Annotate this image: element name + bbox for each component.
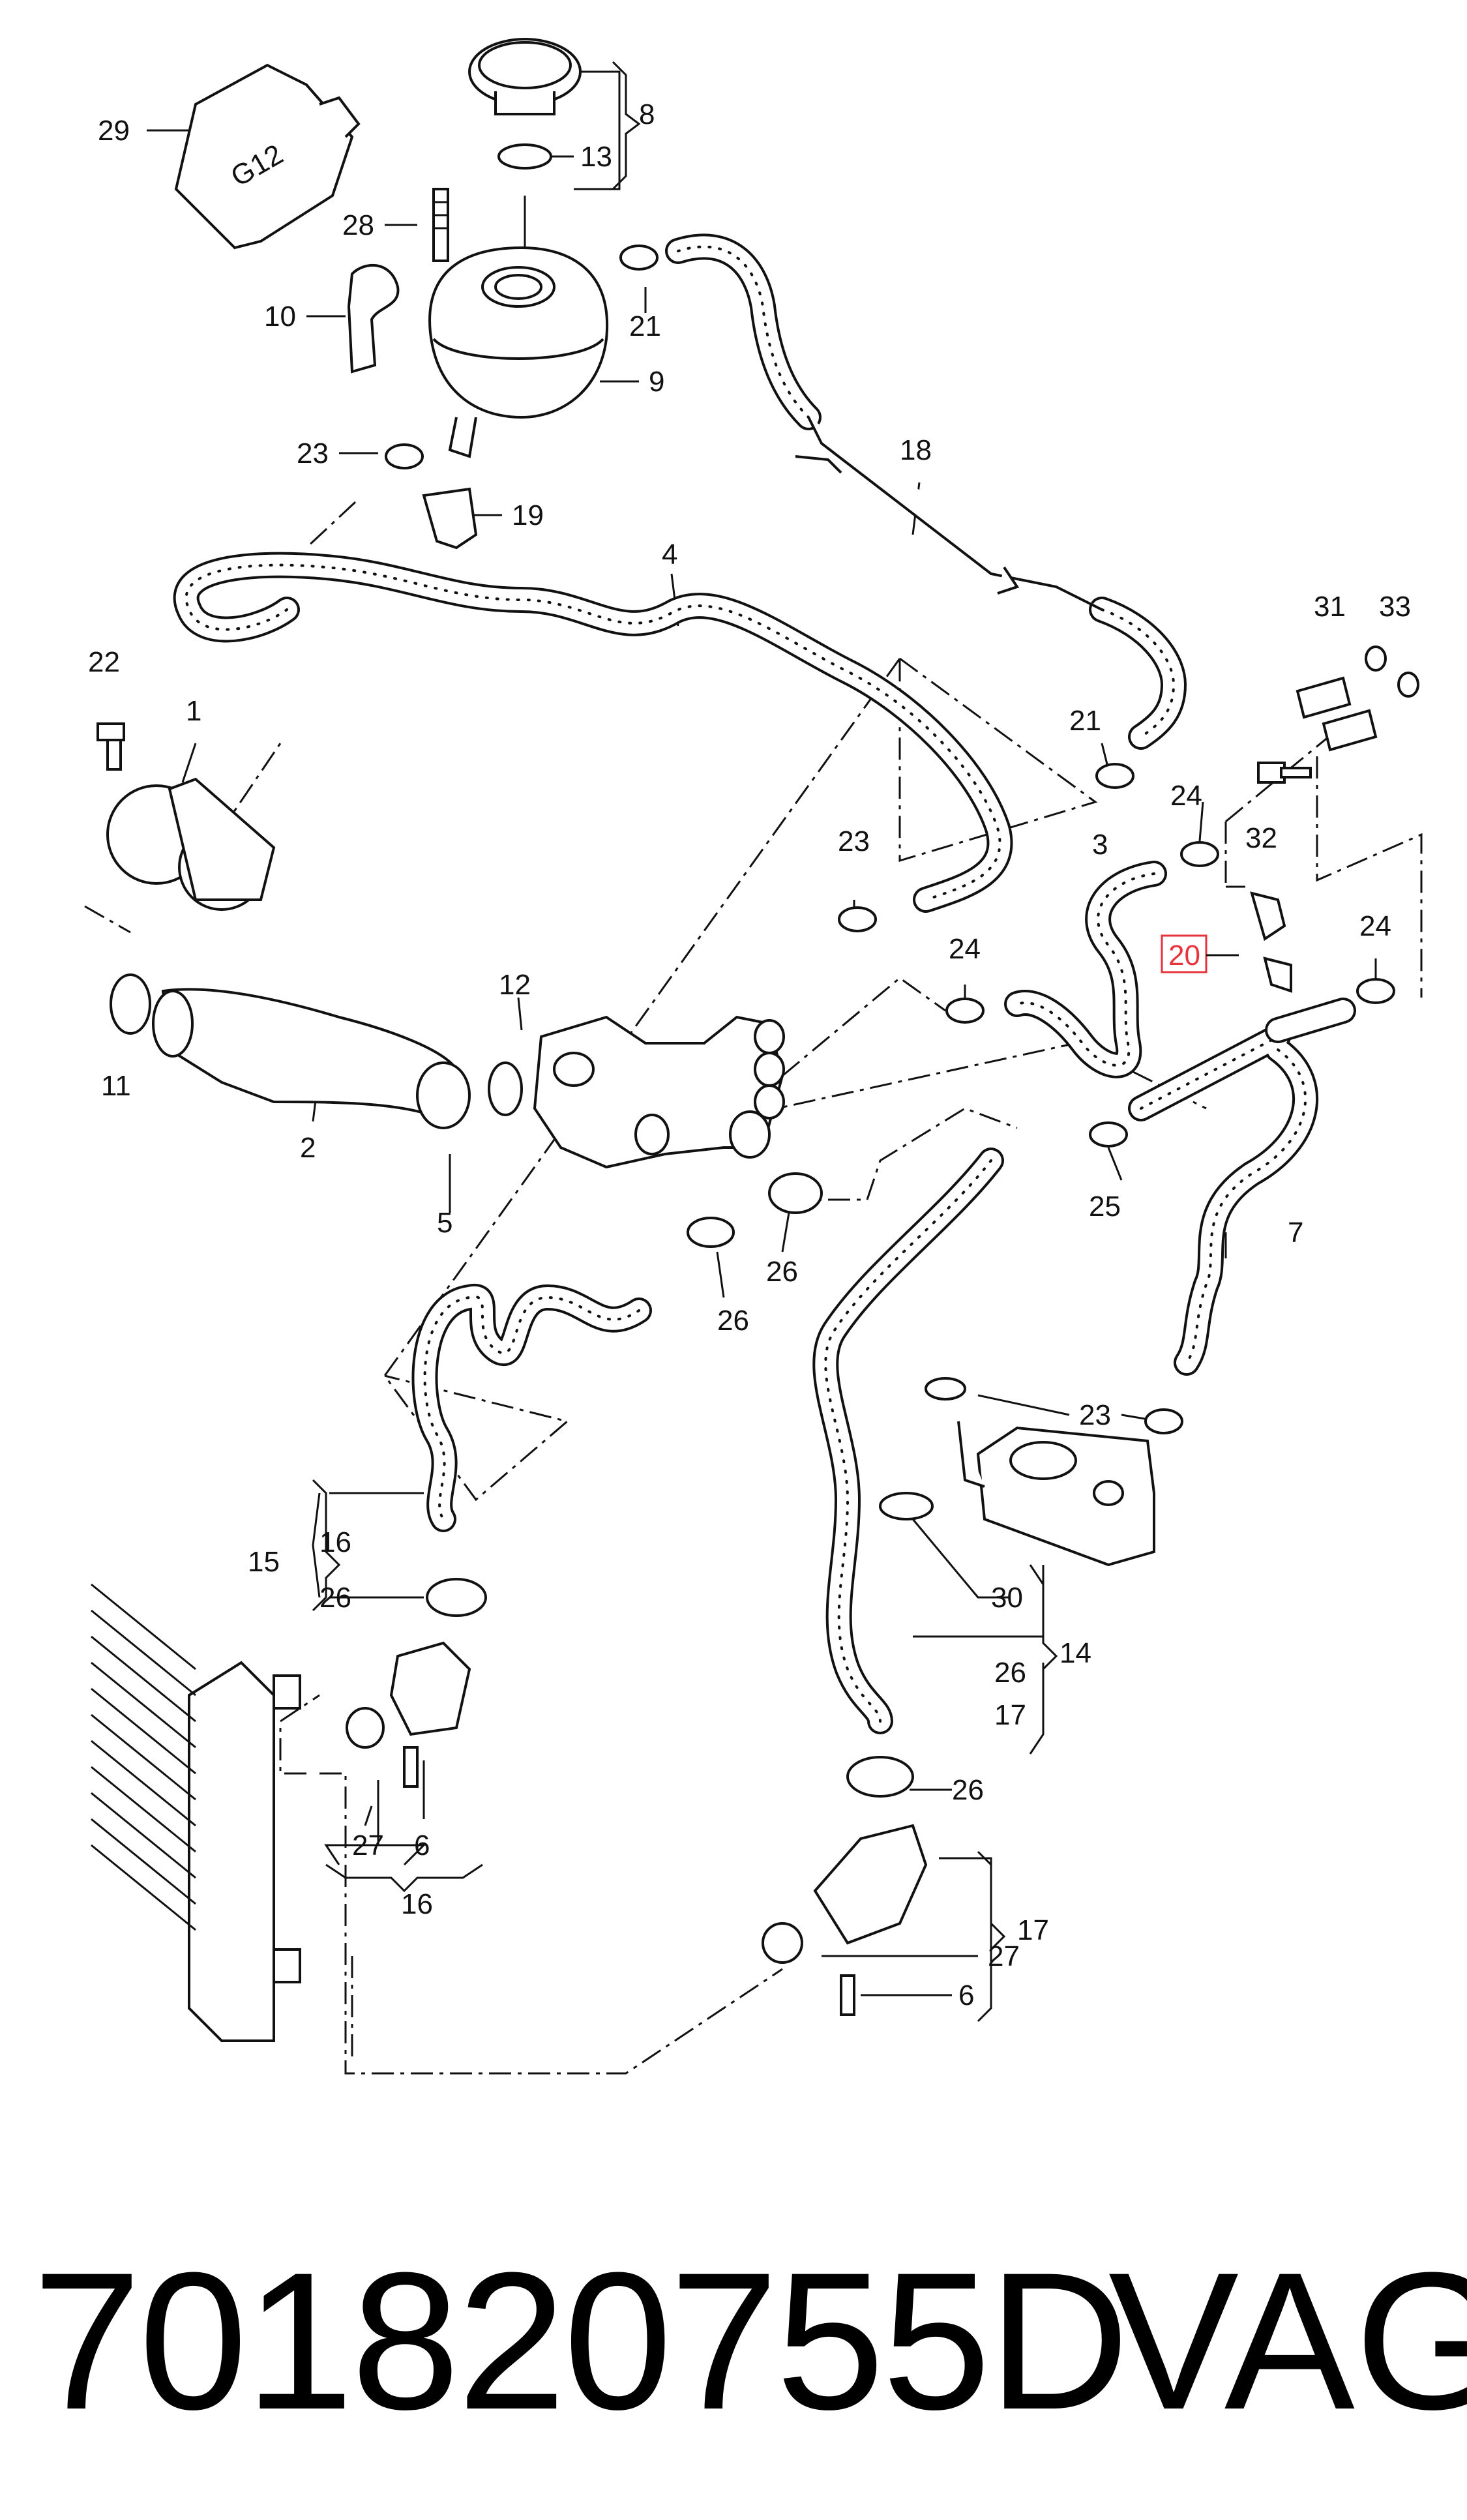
callout-12: 12 (499, 969, 531, 1001)
coolant-bottle: G12 (174, 63, 361, 250)
callout-21-top: 21 (629, 310, 661, 342)
callout-26-d: 26 (994, 1657, 1026, 1689)
callout-33: 33 (1379, 591, 1411, 623)
callout-26-e: 26 (952, 1774, 984, 1806)
coolant-pipe (795, 417, 1103, 611)
callout-32: 32 (1245, 822, 1277, 854)
callout-21-right: 21 (1069, 705, 1101, 737)
thermostat-housing (533, 1015, 785, 1169)
footer: 701820755D VAG (0, 2243, 1467, 2438)
callout-18: 18 (900, 434, 932, 466)
callout-26-b: 26 (717, 1305, 749, 1337)
radiator (91, 1583, 301, 2042)
callout-22: 22 (88, 646, 120, 678)
callout-25: 25 (1089, 1191, 1121, 1223)
callout-30: 30 (991, 1582, 1023, 1614)
connector-pipe (110, 973, 523, 1129)
callout-13: 13 (580, 141, 612, 173)
callout-16-lower: 16 (401, 1888, 433, 1920)
callout-26-a: 26 (766, 1256, 798, 1288)
callout-6-left: 6 (414, 1830, 430, 1861)
callout-31: 31 (1314, 591, 1346, 623)
callout-27-left: 27 (352, 1830, 384, 1861)
callout-24-top: 24 (1170, 780, 1202, 812)
callout-20: 20 (1168, 940, 1200, 971)
coolant-hoses (173, 233, 1356, 1734)
callout-17-lower: 17 (1017, 1914, 1049, 1946)
callout-15: 15 (248, 1546, 280, 1578)
brand-name: VAG (1108, 2231, 1467, 2450)
callout-19: 19 (512, 499, 544, 531)
callout-1: 1 (186, 695, 201, 727)
callout-20-box (1161, 934, 1208, 973)
oil-cooler (957, 1421, 1155, 1567)
part-number: 701820755D (33, 2231, 1129, 2450)
callout-16-upper: 16 (319, 1526, 351, 1558)
retaining-clip (422, 487, 478, 550)
callout-4: 4 (662, 539, 677, 571)
stud-bolt (432, 188, 449, 262)
callout-11: 11 (101, 1070, 131, 1102)
callout-23-mid: 23 (838, 825, 870, 857)
parts-diagram: G12 (84, 38, 1423, 2075)
callout-10: 10 (264, 301, 296, 333)
callout-23-right: 23 (1079, 1399, 1111, 1431)
callout-26-c: 26 (319, 1582, 351, 1614)
water-pump (96, 722, 276, 911)
callout-23-left: 23 (297, 437, 329, 469)
reference-lines (84, 501, 1423, 2075)
callout-17-upper: 17 (994, 1699, 1026, 1731)
callout-8: 8 (639, 98, 655, 130)
callout-labels: 29 8 13 28 10 21 9 23 18 19 4 31 33 22 2… (88, 98, 1411, 2011)
callout-6-right: 6 (958, 1979, 974, 2011)
leader-lines (106, 70, 1377, 2008)
group-braces (312, 61, 1058, 2023)
hose-bracket (347, 264, 400, 374)
callout-3: 3 (1092, 829, 1108, 861)
callout-24-right: 24 (1359, 910, 1391, 942)
callout-24-mid: 24 (949, 933, 981, 965)
callout-14: 14 (1060, 1637, 1091, 1669)
callout-7: 7 (1288, 1217, 1303, 1249)
tank-cap (468, 38, 582, 248)
outlet-flange-17 (762, 1824, 928, 2016)
callout-27-right: 27 (988, 1940, 1020, 1972)
callout-28: 28 (342, 209, 374, 241)
connector-fittings (1250, 645, 1419, 993)
callout-9: 9 (649, 366, 664, 398)
expansion-tank (428, 246, 609, 458)
callout-5: 5 (437, 1207, 452, 1239)
outlet-flange-16 (346, 1641, 471, 1788)
callout-2: 2 (300, 1132, 316, 1164)
hose-clamps (385, 245, 1395, 1798)
callout-29: 29 (98, 115, 130, 147)
